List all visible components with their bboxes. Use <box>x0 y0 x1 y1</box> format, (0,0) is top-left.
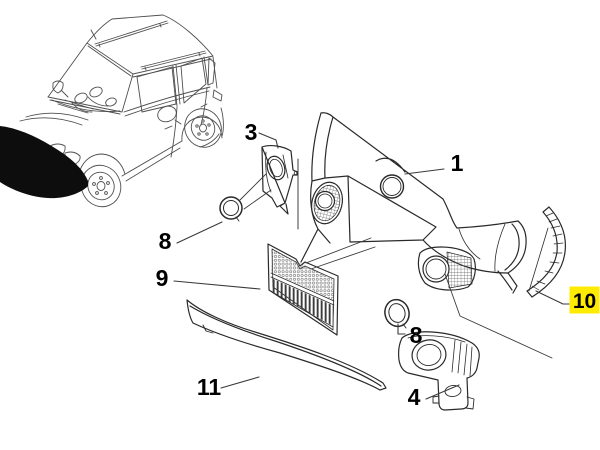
part-4-fog-lamp-unit <box>398 331 480 411</box>
highlighted-bumper-silhouette <box>0 126 88 199</box>
part-9-radiator-grille <box>267 243 339 336</box>
part-8-bezel-ring-left <box>219 196 243 222</box>
vehicle-thumbnail <box>0 14 224 208</box>
part-3-fog-lamp-bracket <box>261 145 299 215</box>
callout-part-9[interactable]: 9 <box>156 265 169 291</box>
callout-part-3[interactable]: 3 <box>245 119 258 145</box>
leader-4 <box>425 384 460 400</box>
callout-part-4[interactable]: 4 <box>408 384 421 410</box>
callout-part-8-right[interactable]: 8 <box>410 322 423 348</box>
callout-part-1[interactable]: 1 <box>451 150 464 176</box>
hood-creases <box>19 112 89 126</box>
part-8-bezel-ring-right <box>384 298 410 329</box>
emblem-ring <box>379 174 405 199</box>
leader-11 <box>220 376 260 389</box>
door-window <box>136 66 177 113</box>
part-1-front-bumper <box>300 112 527 294</box>
part-10-wheel-arch-trim <box>526 206 567 298</box>
seat-headrest <box>74 92 88 104</box>
leader-8-right <box>397 323 406 335</box>
exploded-parts <box>186 112 567 411</box>
fog-recess-left <box>310 181 344 225</box>
assembly-line <box>239 173 272 210</box>
leader-8-left <box>176 221 223 244</box>
rear-end <box>199 56 224 148</box>
interior-detail <box>51 96 121 113</box>
leader-3 <box>258 132 279 149</box>
door-window <box>180 57 207 104</box>
callout-part-10-highlighted[interactable]: 10 <box>569 286 600 314</box>
assembly-line <box>305 237 376 270</box>
windshield <box>47 73 134 115</box>
wheel-arches <box>79 116 223 175</box>
pillars <box>172 56 209 107</box>
leader-10 <box>535 290 570 305</box>
steering-wheel <box>105 97 117 107</box>
roof-rails <box>90 20 207 71</box>
seat-headrest <box>89 86 103 98</box>
side-mirror <box>157 105 177 123</box>
roof-outline <box>47 14 214 98</box>
door-seams <box>121 87 208 182</box>
callout-part-11[interactable]: 11 <box>197 374 222 400</box>
highlight-box[interactable] <box>569 286 600 314</box>
part-11-lower-spoiler <box>186 299 387 391</box>
rear-wheel <box>184 108 222 148</box>
leader-1 <box>404 168 445 175</box>
assembly-line <box>444 273 553 359</box>
leader-lines <box>173 132 570 400</box>
quarter-window <box>207 57 216 86</box>
fog-recess-right <box>417 246 476 291</box>
callout-part-8-left[interactable]: 8 <box>159 228 172 254</box>
side-mirror <box>52 80 182 125</box>
belt-line <box>123 86 211 117</box>
leader-9 <box>173 280 261 290</box>
front-wheel <box>80 164 122 208</box>
callout-part-10[interactable]: 10 <box>573 290 596 313</box>
callout-labels: 1 3 8 9 11 8 4 10 <box>156 119 600 410</box>
